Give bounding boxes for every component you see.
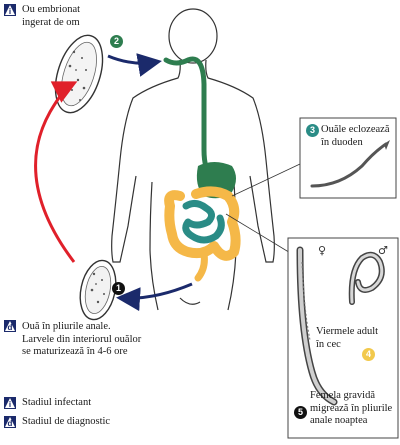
- male-worm-image: [348, 251, 385, 305]
- arrow-to-mouth: [107, 53, 162, 77]
- legend-infective-label: Stadiul infectant: [22, 397, 92, 408]
- step-badge-1: 1: [112, 282, 125, 295]
- arrow-reinfection: [34, 81, 78, 263]
- svg-text:d: d: [8, 419, 13, 428]
- female-worm-image: [296, 246, 338, 406]
- infective-stage-icon-top: i: [4, 4, 16, 16]
- egg-ingested-image: [54, 34, 104, 114]
- step-badge-4: 4: [362, 348, 375, 361]
- pointer-line-duodenum: [231, 163, 301, 197]
- female-symbol: ♀: [318, 244, 326, 257]
- large-intestine: [164, 186, 241, 261]
- arrow-to-anal-egg: [116, 282, 193, 312]
- svg-text:i: i: [9, 400, 11, 409]
- legend-diagnostic-label: Stadiul de diagnostic: [22, 416, 111, 427]
- legend-diagnostic-icon: d: [4, 416, 16, 428]
- step-badge-3: 3: [306, 124, 319, 137]
- male-symbol: ♂: [378, 244, 388, 257]
- egg-anal-label: Ouă în pliurile anale.Larvele din interi…: [22, 321, 142, 357]
- step-badge-2: 2: [110, 35, 123, 48]
- rectum: [194, 250, 208, 282]
- esophagus-stomach: [163, 56, 236, 199]
- pointer-line-cecum: [225, 213, 293, 255]
- legend-infective-icon: i: [4, 397, 16, 409]
- larva-image: [310, 142, 388, 188]
- small-intestine: [182, 199, 225, 244]
- human-body-outline: [111, 8, 275, 311]
- diagnostic-stage-icon: d: [4, 320, 16, 332]
- step-badge-5: 5: [294, 406, 307, 419]
- svg-text:i: i: [9, 7, 11, 16]
- svg-text:d: d: [8, 323, 13, 332]
